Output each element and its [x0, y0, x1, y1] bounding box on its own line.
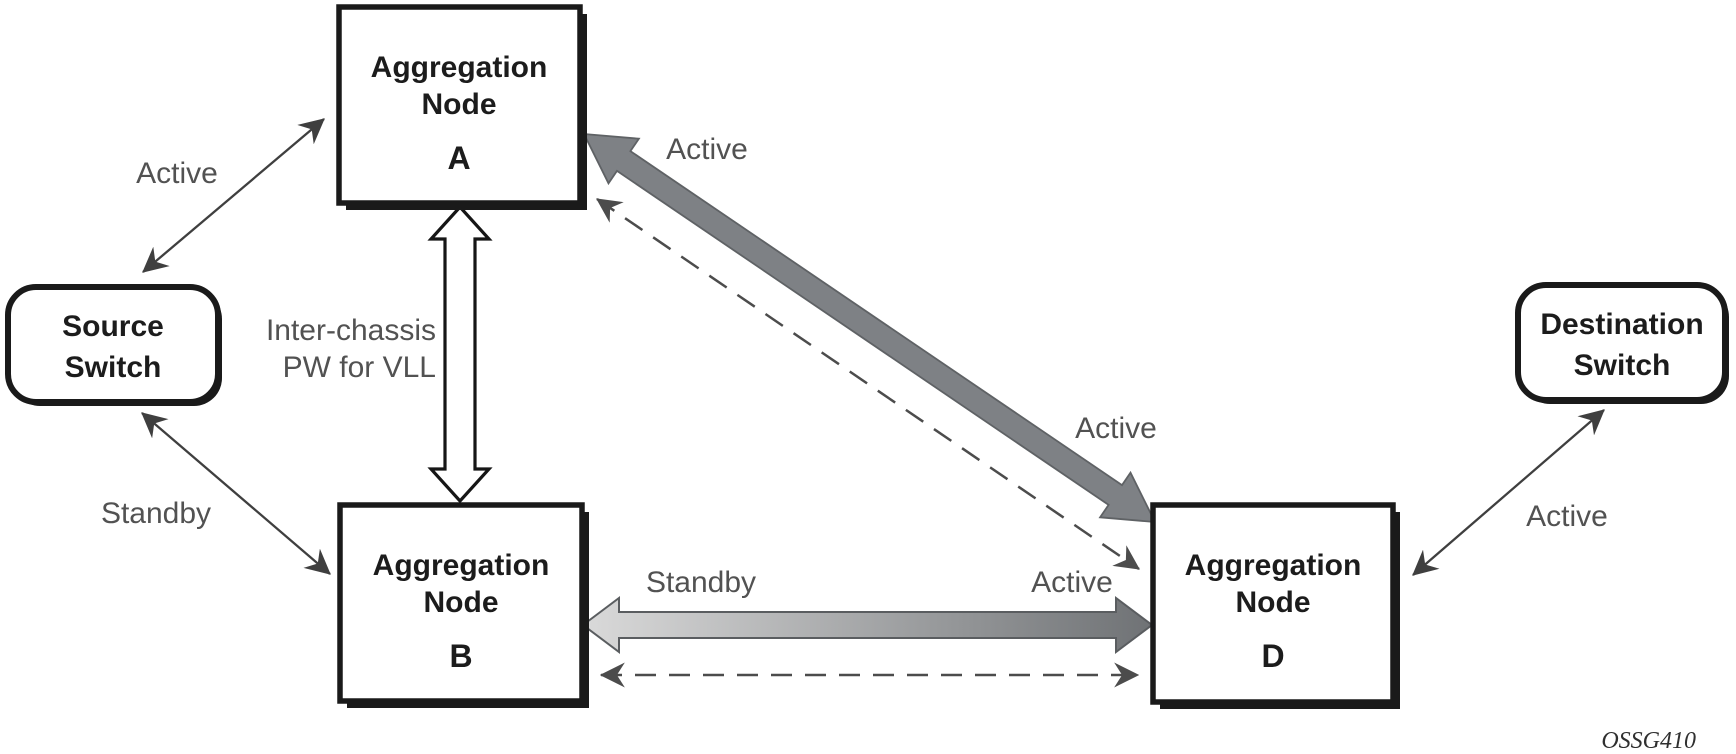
- label-source-b-standby: Standby: [101, 497, 211, 530]
- label-source-a-active: Active: [136, 157, 218, 190]
- node-a-label-line2: Node: [422, 88, 497, 121]
- edge-a-to-d-thick-arrow: [582, 132, 1157, 524]
- source-switch-label-line1: Source: [62, 310, 164, 343]
- node-source-switch: Source Switch: [5, 284, 222, 406]
- label-horizontal-standby: Standby: [646, 566, 756, 599]
- node-b-label-line1: Aggregation: [373, 549, 550, 582]
- edge-a-to-b-hollow-arrow: [427, 204, 493, 504]
- destination-switch-label-line1: Destination: [1540, 308, 1703, 341]
- label-diagonal-active-top: Active: [666, 133, 748, 166]
- node-d-box: [1150, 502, 1396, 705]
- destination-switch-label-line2: Switch: [1574, 349, 1671, 382]
- node-a-box: [336, 4, 583, 206]
- source-switch-box: [5, 284, 221, 405]
- node-d-label-line1: Aggregation: [1185, 549, 1362, 582]
- node-a-label-line1: Aggregation: [371, 51, 548, 84]
- node-b-box: [337, 502, 585, 704]
- source-switch-label-line2: Switch: [65, 351, 162, 384]
- label-diagonal-active-bottom: Active: [1075, 412, 1157, 445]
- destination-switch-box: [1515, 282, 1728, 403]
- node-d-letter: D: [1261, 638, 1284, 674]
- node-aggregation-b: Aggregation Node B: [337, 502, 589, 708]
- edge-b-to-d-thick-arrow: [581, 596, 1154, 654]
- node-d-label-line2: Node: [1236, 586, 1311, 619]
- label-interchassis-line2: PW for VLL: [283, 351, 436, 384]
- node-aggregation-a: Aggregation Node A: [336, 4, 587, 210]
- label-horizontal-active: Active: [1031, 566, 1113, 599]
- edge-a-to-d-dashed-line: [596, 197, 1140, 571]
- node-destination-switch: Destination Switch: [1515, 282, 1729, 404]
- edge-source-to-a-line: [142, 118, 325, 273]
- node-aggregation-d: Aggregation Node D: [1150, 502, 1400, 709]
- node-b-label-line2: Node: [424, 586, 499, 619]
- edge-d-to-destination-line: [1412, 409, 1605, 576]
- node-b-letter: B: [449, 638, 472, 674]
- figure-code: OSSG410: [1601, 728, 1696, 754]
- node-a-letter: A: [447, 140, 470, 176]
- label-interchassis-line1: Inter-chassis: [266, 314, 436, 347]
- edge-source-to-b-line: [141, 412, 331, 575]
- label-destination-active: Active: [1526, 500, 1608, 533]
